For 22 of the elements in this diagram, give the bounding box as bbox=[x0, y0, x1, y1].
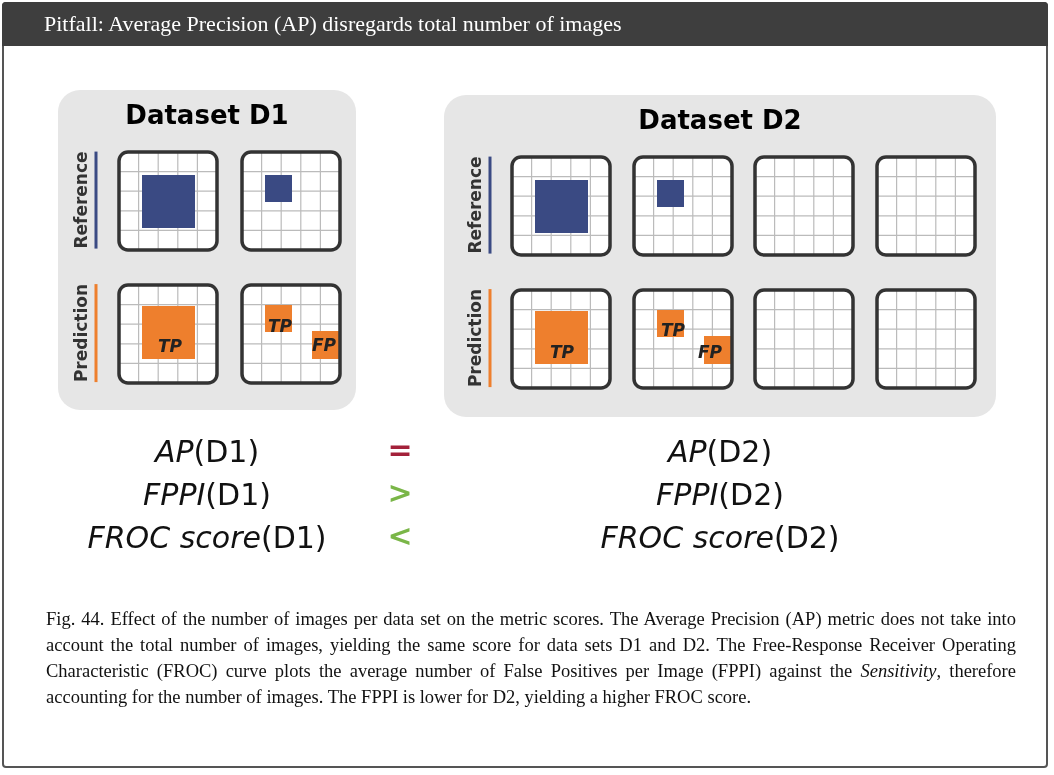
row-label: Reference bbox=[464, 156, 492, 254]
dataset-panel bbox=[58, 90, 356, 410]
metric-expression: FPPI(D1) bbox=[143, 476, 271, 512]
dataset-panel bbox=[444, 95, 996, 417]
comparison-sign: > bbox=[387, 474, 413, 510]
row-label: Prediction bbox=[70, 283, 98, 383]
title-bar: Pitfall: Average Precision (AP) disregards total number of images bbox=[2, 2, 1048, 46]
caption: Fig. 44. Effect of the number of images per data set on the metric scores. The Average Precision (AP) metric does not take into account the total number of images, yielding the same score for data sets D1 and D2. The Free-Response Receiver Operating Characteristic (FROC) curve plots the average number of False Positives per Image (FPPI) against the Sensitivity, therefore accounting for the number of images. The FPPI is lower for D2, yielding a higher FROC score. bbox=[46, 608, 1016, 709]
metric-expression: FROC score(D1) bbox=[87, 519, 327, 555]
comparison-sign: = bbox=[387, 431, 413, 467]
comparison-sign: < bbox=[387, 517, 413, 553]
panel-title: Dataset D2 bbox=[638, 105, 802, 135]
row-label: Prediction bbox=[464, 288, 492, 388]
detection-tag: TP bbox=[267, 316, 293, 336]
panel-title: Dataset D1 bbox=[125, 100, 289, 130]
metric-expression: FPPI(D2) bbox=[656, 476, 784, 512]
detection-tag: TP bbox=[157, 336, 183, 356]
row-label: Reference bbox=[70, 151, 98, 249]
metric-expression: AP(D1) bbox=[154, 433, 260, 469]
metric-expression: FROC score(D2) bbox=[600, 519, 840, 555]
metric-expression: AP(D2) bbox=[667, 433, 773, 469]
detection-tag: TP bbox=[549, 342, 575, 362]
